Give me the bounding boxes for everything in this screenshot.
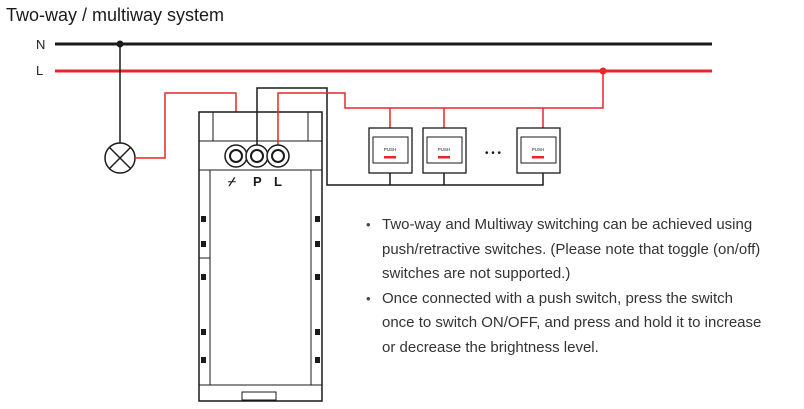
switch-label: PUSH: [384, 147, 397, 152]
note-line: push/retractive switches. (Please note t…: [382, 240, 761, 258]
note-line: Two-way and Multiway switching can be ac…: [382, 216, 753, 233]
l-terminal-wire: [277, 71, 604, 156]
p-terminal-label: P: [253, 174, 262, 189]
switch-label: PUSH: [532, 147, 545, 152]
note-line: switches are not supported.): [382, 265, 571, 282]
live-junction: [599, 67, 607, 75]
more-switches-ellipsis: • • •: [485, 148, 502, 159]
dimmer-terminal: [224, 144, 248, 168]
dimmer-terminal-label: ⌿: [228, 174, 236, 189]
note-line: once to switch ON/OFF, and press and hol…: [382, 314, 762, 331]
dimmer-module: [198, 111, 323, 402]
l-terminal-label: L: [274, 174, 282, 189]
note-item: Two-way and Multiway switching can be ac…: [366, 213, 796, 287]
note-line: Once connected with a push switch, press…: [382, 289, 734, 307]
lamp-icon: [104, 142, 136, 174]
push-switch-icon: PUSH: [368, 127, 413, 174]
p-terminal-wire: [256, 87, 544, 186]
switch-label: PUSH: [438, 147, 451, 152]
note-line: or decrease the brightness level.: [382, 338, 599, 356]
push-switch-icon: PUSH: [516, 127, 561, 174]
notes-list: Two-way and Multiway switching can be ac…: [366, 213, 796, 360]
diagram-title: Two-way / multiway system: [6, 5, 225, 25]
l-terminal: [266, 144, 290, 168]
note-item: Once connected with a push switch, press…: [366, 287, 796, 361]
neutral-label: N: [36, 37, 45, 52]
push-switch-icon: PUSH: [422, 127, 467, 174]
p-terminal: [245, 144, 269, 168]
live-label: L: [36, 63, 43, 78]
